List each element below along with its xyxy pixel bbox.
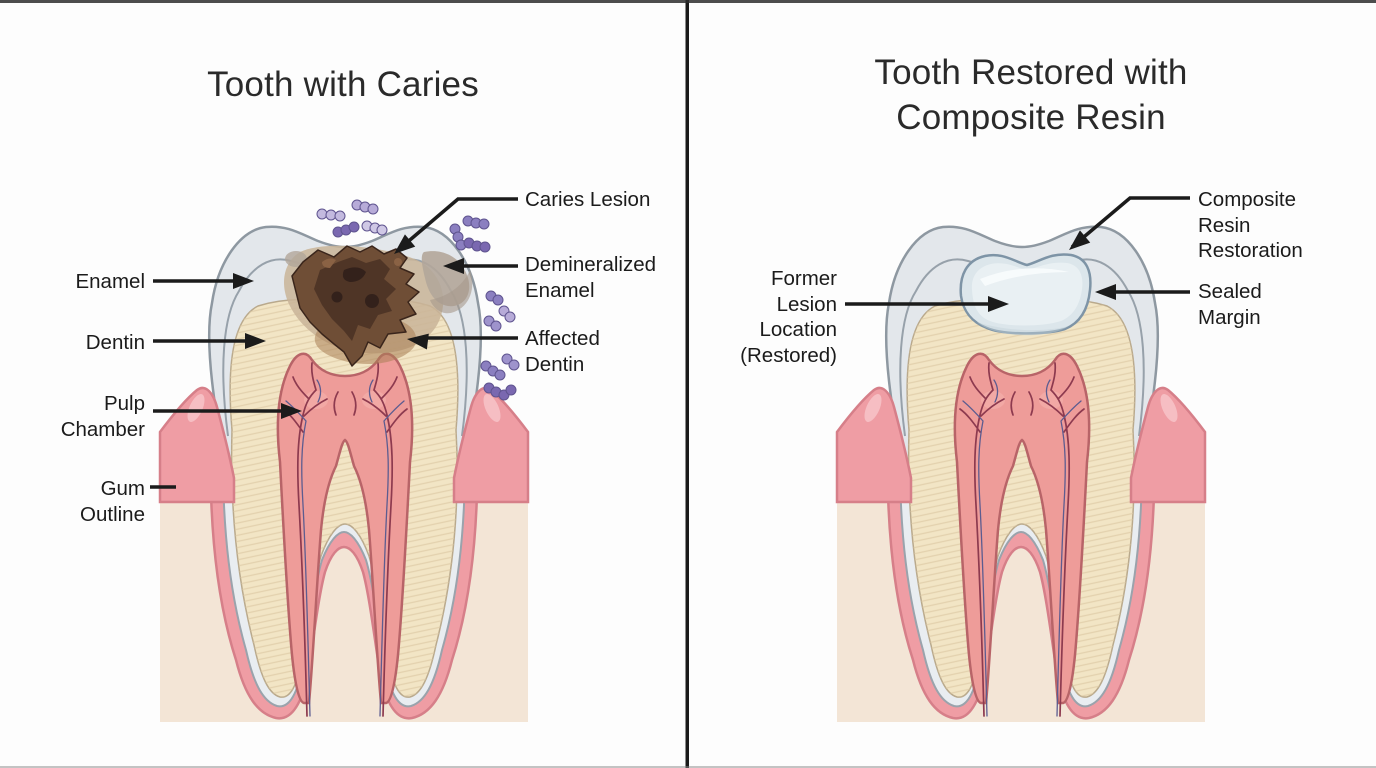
resin-overlay <box>959 253 1092 336</box>
bacteria-cluster-top-left <box>316 199 388 238</box>
caries-overlay <box>284 245 473 367</box>
bacteria-clusters <box>316 199 520 401</box>
bacteria-cluster-top-right <box>449 215 491 253</box>
composite-resin-arrow-line <box>1070 196 1190 249</box>
affected-dentin-arrowhead <box>407 333 429 350</box>
dentin-arrowhead <box>245 333 266 349</box>
caries-dark-spot <box>342 267 366 282</box>
panel-divider <box>685 0 689 768</box>
label-enamel: Enamel <box>75 270 145 293</box>
right-panel-leader-lines <box>845 196 1190 306</box>
resin-bottom-shade <box>977 322 1069 336</box>
caries-light-accent <box>394 258 402 266</box>
bacteria-cluster-right-mid <box>483 290 516 332</box>
demineralized-enamel-arrowhead <box>443 258 464 274</box>
label-former-lesion-location: Former Lesion Location (Restored) <box>740 267 837 367</box>
sealed-margin-arrowhead <box>1095 284 1116 300</box>
caries-dark-spot <box>365 294 379 308</box>
caries-lesion-arrow-line <box>395 197 518 253</box>
former-lesion-arrowhead <box>988 296 1009 312</box>
label-affected-dentin: Affected Dentin <box>525 327 600 376</box>
right-panel-title: Tooth Restored with Composite Resin <box>874 53 1188 137</box>
composite-resin-arrowhead <box>1069 230 1091 250</box>
label-gum-outline: Gum Outline <box>80 477 145 526</box>
demineralized-enamel-patch <box>430 270 473 314</box>
right-panel-arrowheads <box>988 230 1116 312</box>
left-panel-title: Tooth with Caries <box>207 65 479 104</box>
left-panel-arrowheads <box>233 234 464 419</box>
top-edge-bar <box>0 0 1376 3</box>
caries-lesion-inner <box>314 257 396 341</box>
pulp-chamber-arrowhead <box>281 403 302 419</box>
label-pulp-chamber: Pulp Chamber <box>60 392 145 441</box>
caries-lesion-arrowhead <box>394 234 416 254</box>
label-demineralized-enamel: Demineralized Enamel <box>525 253 657 302</box>
resin-highlight <box>980 268 1069 286</box>
caries-dark-spot <box>331 291 343 303</box>
bacteria-cluster-right-low <box>480 353 520 401</box>
caries-light-accent <box>322 258 336 268</box>
label-dentin: Dentin <box>85 331 145 354</box>
label-sealed-margin: Sealed Margin <box>1198 280 1262 329</box>
label-composite-resin-restoration: Composite Resin Restoration <box>1198 188 1303 262</box>
bottom-edge-bar <box>0 766 1376 768</box>
enamel-arrowhead <box>233 273 254 289</box>
left-panel-leader-lines <box>150 197 518 489</box>
label-caries-lesion: Caries Lesion <box>525 188 651 211</box>
